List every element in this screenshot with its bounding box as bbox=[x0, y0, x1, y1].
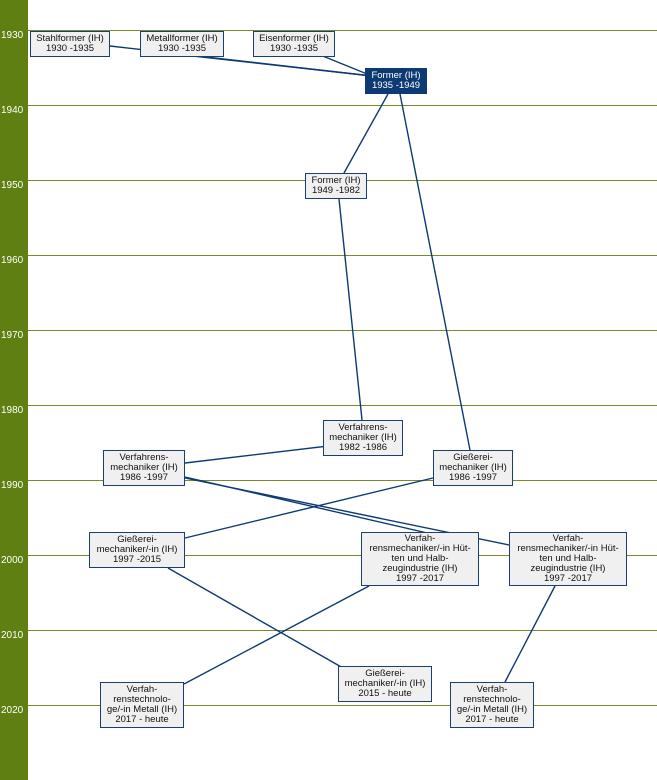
profession-name: Gießerei- mechaniker/-in (IH) bbox=[344, 668, 426, 689]
profession-node-former-1949[interactable]: Former (IH)1949 -1982 bbox=[305, 173, 367, 199]
connector-verfahrensmechaniker-huetten-a-to-verfahrenstechnologe-a bbox=[183, 585, 370, 685]
profession-node-stahlformer[interactable]: Stahlformer (IH)1930 -1935 bbox=[30, 31, 110, 57]
profession-period: 1997 -2017 bbox=[395, 573, 445, 584]
grid-line-1940 bbox=[28, 105, 657, 106]
profession-node-giessereimechaniker-1997[interactable]: Gießerei- mechaniker/-in (IH)1997 -2015 bbox=[89, 532, 185, 568]
connector-former-1935-to-former-1949 bbox=[343, 93, 389, 174]
profession-name: Stahlformer (IH) bbox=[36, 33, 104, 44]
profession-period: 1930 -1935 bbox=[269, 43, 319, 54]
connector-giessereimechaniker-1997-to-giessereimechaniker-2015 bbox=[167, 567, 351, 673]
profession-name: Verfahrens- mechaniker (IH) bbox=[329, 422, 397, 443]
profession-node-verfahrensmechaniker-1982[interactable]: Verfahrens- mechaniker (IH)1982 -1986 bbox=[323, 420, 403, 456]
grid-line-1960 bbox=[28, 255, 657, 256]
profession-name: Gießerei- mechaniker (IH) bbox=[439, 452, 507, 473]
profession-name: Former (IH) bbox=[371, 70, 421, 81]
profession-name: Metallformer (IH) bbox=[146, 33, 218, 44]
profession-node-verfahrenstechnologe-b[interactable]: Verfah- renstechnolo- ge/-in Metall (IH)… bbox=[450, 682, 534, 728]
profession-period: 2015 - heute bbox=[358, 688, 412, 699]
profession-name: Verfah- renstechnolo- ge/-in Metall (IH) bbox=[106, 684, 178, 715]
profession-node-giessereimechaniker-2015[interactable]: Gießerei- mechaniker/-in (IH)2015 - heut… bbox=[338, 666, 432, 702]
profession-period: 2017 - heute bbox=[465, 714, 519, 725]
grid-line-1970 bbox=[28, 330, 657, 331]
timeline-axis-bar bbox=[0, 0, 28, 780]
profession-node-verfahrensmechaniker-huetten-b[interactable]: Verfah- rensmechaniker/-in Hüt- ten und … bbox=[509, 532, 627, 586]
profession-name: Verfah- renstechnolo- ge/-in Metall (IH) bbox=[456, 684, 528, 715]
year-label-2020: 2020 bbox=[1, 705, 24, 716]
profession-period: 1930 -1935 bbox=[157, 43, 207, 54]
profession-period: 1930 -1935 bbox=[45, 43, 95, 54]
profession-period: 1982 -1986 bbox=[338, 442, 388, 453]
profession-node-former-1935[interactable]: Former (IH)1935 -1949 bbox=[365, 68, 427, 94]
grid-line-1990 bbox=[28, 480, 657, 481]
connector-former-1949-to-verfahrensmechaniker-1982 bbox=[338, 198, 363, 421]
year-label-2000: 2000 bbox=[1, 555, 24, 566]
profession-name: Verfah- rensmechaniker/-in Hüt- ten und … bbox=[369, 533, 471, 574]
profession-node-verfahrensmechaniker-1986[interactable]: Verfahrens- mechaniker (IH)1986 -1997 bbox=[103, 450, 185, 486]
profession-period: 1997 -2017 bbox=[543, 573, 593, 584]
profession-node-eisenformer[interactable]: Eisenformer (IH)1930 -1935 bbox=[253, 31, 335, 57]
year-label-1970: 1970 bbox=[1, 330, 24, 341]
grid-line-2020 bbox=[28, 705, 657, 706]
year-label-1940: 1940 bbox=[1, 105, 24, 116]
connector-verfahrensmechaniker-huetten-b-to-verfahrenstechnologe-b bbox=[504, 585, 556, 683]
grid-line-2010 bbox=[28, 630, 657, 631]
year-label-1960: 1960 bbox=[1, 255, 24, 266]
profession-node-metallformer[interactable]: Metallformer (IH)1930 -1935 bbox=[140, 31, 224, 57]
profession-node-giessereimechaniker-1986[interactable]: Gießerei- mechaniker (IH)1986 -1997 bbox=[433, 450, 513, 486]
profession-name: Eisenformer (IH) bbox=[259, 33, 329, 44]
year-label-1980: 1980 bbox=[1, 405, 24, 416]
profession-period: 2017 - heute bbox=[115, 714, 169, 725]
year-label-1990: 1990 bbox=[1, 480, 24, 491]
year-label-1930: 1930 bbox=[1, 30, 24, 41]
profession-period: 1986 -1997 bbox=[448, 472, 498, 483]
connector-metallformer-to-former-1935 bbox=[192, 55, 373, 77]
year-label-2010: 2010 bbox=[1, 630, 24, 641]
grid-line-2000 bbox=[28, 555, 657, 556]
grid-line-1930 bbox=[28, 30, 657, 31]
connector-former-1935-to-giessereimechaniker-1986 bbox=[399, 93, 471, 451]
grid-line-1980 bbox=[28, 405, 657, 406]
profession-name: Verfahrens- mechaniker (IH) bbox=[110, 452, 178, 473]
profession-period: 1949 -1982 bbox=[311, 185, 361, 196]
profession-period: 1997 -2015 bbox=[112, 554, 162, 565]
profession-name: Former (IH) bbox=[311, 175, 361, 186]
year-label-1950: 1950 bbox=[1, 180, 24, 191]
profession-name: Gießerei- mechaniker/-in (IH) bbox=[96, 534, 178, 555]
profession-period: 1935 -1949 bbox=[371, 80, 421, 91]
connector-giessereimechaniker-1986-to-giessereimechaniker-1997 bbox=[184, 477, 434, 539]
profession-period: 1986 -1997 bbox=[119, 472, 169, 483]
profession-name: Verfah- rensmechaniker/-in Hüt- ten und … bbox=[517, 533, 619, 574]
profession-node-verfahrensmechaniker-huetten-a[interactable]: Verfah- rensmechaniker/-in Hüt- ten und … bbox=[361, 532, 479, 586]
profession-node-verfahrenstechnologe-a[interactable]: Verfah- renstechnolo- ge/-in Metall (IH)… bbox=[100, 682, 184, 728]
